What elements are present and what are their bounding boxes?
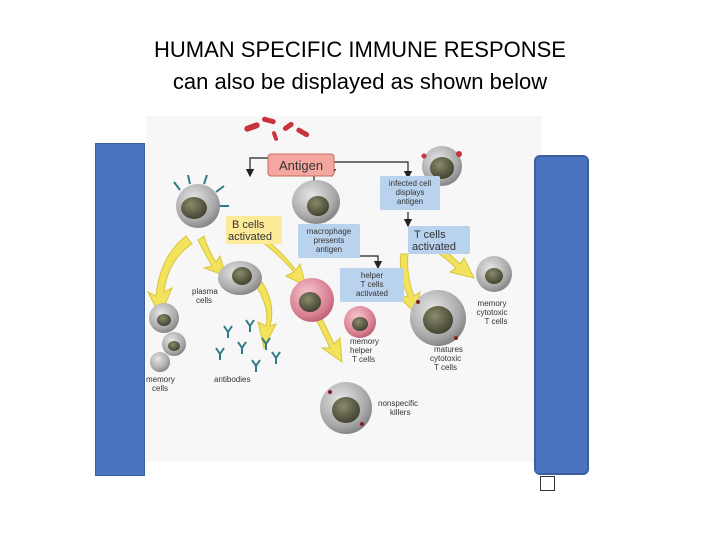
helper-t-cell-icon <box>290 278 334 322</box>
immune-response-diagram: Antigen B cells activated T cells activa… <box>146 116 542 462</box>
b-cells-label-2: activated <box>228 231 272 243</box>
antibodies-icon <box>215 319 281 372</box>
nonspecific-killers-label-2: killers <box>390 408 410 417</box>
b-cells-box <box>226 216 282 244</box>
plasma-cells-label-2: cells <box>196 296 212 305</box>
left-blue-panel <box>95 143 145 476</box>
memory-cytotoxic-label-3: T cells <box>485 317 508 326</box>
plasma-cells-label-1: plasma <box>192 287 218 296</box>
memory-b-cell-icon <box>149 303 186 372</box>
plasma-cell-icon <box>218 261 262 295</box>
macrophage-label-1: macrophage <box>307 227 352 236</box>
right-blue-panel <box>534 155 589 475</box>
macrophage-label-2: presents <box>314 236 345 245</box>
infected-cell-label-2: displays <box>396 188 425 197</box>
helper-t-box <box>340 268 404 302</box>
b-cell-icon <box>173 174 229 228</box>
infected-cell-label-3: antigen <box>397 197 423 206</box>
bacteria-icon <box>244 116 310 141</box>
macrophage-icon <box>292 180 340 224</box>
matures-cytotoxic-label-1: matures <box>434 345 463 354</box>
title-line-1: HUMAN SPECIFIC IMMUNE RESPONSE <box>154 37 566 62</box>
helper-t-label-1: helper <box>361 271 384 280</box>
infected-cell-label-1: infected cell <box>389 179 431 188</box>
memory-helper-t-cell-icon <box>344 306 376 338</box>
title-line-2: can also be displayed as shown below <box>172 69 548 94</box>
helper-t-label-3: activated <box>356 289 388 298</box>
matures-cytotoxic-label-2: cytotoxic <box>430 354 461 363</box>
nonspecific-killers-label-1: nonspecific <box>378 399 418 408</box>
antigen-label: Antigen <box>279 158 323 173</box>
slide-title: HUMAN SPECIFIC IMMUNE RESPONSE can also … <box>0 34 720 98</box>
nonspecific-killer-cell-icon <box>320 382 372 434</box>
t-cells-label-2: activated <box>412 241 456 253</box>
t-cells-label-1: T cells <box>414 229 446 241</box>
small-square-box <box>540 476 555 491</box>
macrophage-box <box>298 224 360 258</box>
diagram-svg: Antigen B cells activated T cells activa… <box>146 116 512 434</box>
memory-helper-label-1: memory <box>350 337 379 346</box>
memory-helper-label-2: helper <box>350 346 373 355</box>
helper-t-label-2: T cells <box>361 280 384 289</box>
memory-cytotoxic-label-1: memory <box>478 299 507 308</box>
b-cells-label-1: B cells <box>232 219 265 231</box>
mature-cytotoxic-t-cell-icon <box>410 290 466 346</box>
memory-helper-label-3: T cells <box>352 355 375 364</box>
memory-cytotoxic-label-2: cytotoxic <box>476 308 507 317</box>
antigen-box <box>267 153 335 177</box>
yellow-arrows <box>146 219 475 364</box>
memory-cytotoxic-t-cell-icon <box>476 256 512 292</box>
memory-cells-label-1: memory <box>146 375 175 384</box>
memory-cells-label-2: cells <box>152 384 168 393</box>
t-cells-box <box>408 226 470 254</box>
matures-cytotoxic-label-3: T cells <box>434 363 457 372</box>
macrophage-label-3: antigen <box>316 245 342 254</box>
infected-cell-box <box>380 176 440 210</box>
antibodies-label: antibodies <box>214 375 250 384</box>
